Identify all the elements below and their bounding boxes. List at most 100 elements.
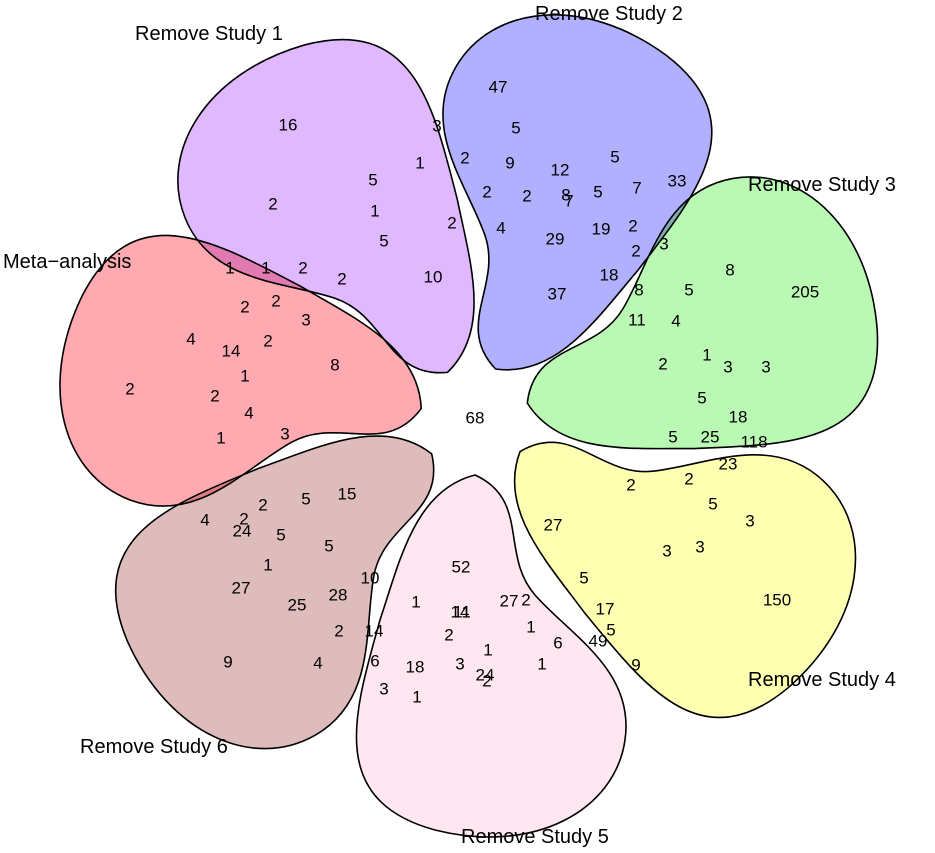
region-count: 2	[334, 622, 343, 641]
region-count: 15	[338, 485, 357, 504]
region-count: 2	[271, 292, 280, 311]
region-count: 2	[684, 470, 693, 489]
region-count: 3	[455, 655, 464, 674]
region-count: 2	[239, 510, 248, 529]
region-count: 3	[695, 538, 704, 557]
region-count: 3	[301, 311, 310, 330]
region-count: 5	[593, 183, 602, 202]
region-count: 2	[268, 195, 277, 214]
region-count: 6	[553, 634, 562, 653]
region-count: 205	[791, 283, 819, 302]
region-count: 5	[324, 537, 333, 556]
region-count: 2	[337, 270, 346, 289]
set-shape-meta	[59, 234, 423, 507]
set-label-remove-study-5: Remove Study 5	[461, 826, 609, 848]
region-count: 3	[659, 235, 668, 254]
region-count: 1	[225, 259, 234, 278]
region-count: 2	[298, 259, 307, 278]
region-count: 5	[610, 148, 619, 167]
region-count: 14	[451, 603, 470, 622]
region-count: 47	[489, 78, 508, 97]
region-count: 37	[548, 285, 567, 304]
region-count: 18	[729, 408, 748, 427]
region-count: 27	[232, 579, 251, 598]
region-count: 1	[483, 641, 492, 660]
region-count: 11	[628, 311, 646, 330]
region-count: 4	[244, 404, 253, 423]
region-count: 2	[263, 332, 272, 351]
region-count: 24	[476, 666, 495, 685]
region-count: 1	[240, 367, 249, 386]
region-count: 3	[761, 358, 770, 377]
region-count: 52	[452, 558, 471, 577]
set-shape-s5	[355, 474, 627, 838]
set-shape-s3	[526, 176, 879, 450]
region-count: 18	[406, 658, 425, 677]
region-count: 9	[631, 656, 640, 675]
region-count: 4	[186, 330, 195, 349]
region-count: 27	[544, 516, 563, 535]
region-count: 16	[279, 116, 298, 135]
region-count: 68	[466, 409, 485, 428]
region-count: 5	[684, 281, 693, 300]
region-count: 4	[671, 312, 680, 331]
set-label-remove-study-3: Remove Study 3	[748, 174, 896, 196]
region-count: 4	[200, 511, 209, 530]
set-shapes	[59, 14, 879, 838]
region-count: 3	[723, 358, 732, 377]
region-count: 23	[719, 455, 738, 474]
region-count: 2	[628, 217, 637, 236]
region-count: 5	[276, 526, 285, 545]
region-count: 2	[125, 380, 134, 399]
region-count: 5	[301, 490, 310, 509]
region-count: 3	[662, 542, 671, 561]
region-count: 29	[546, 230, 565, 249]
region-count: 3	[379, 680, 388, 699]
region-count: 1	[415, 154, 424, 173]
region-count: 2	[460, 149, 469, 168]
region-count: 7	[632, 179, 641, 198]
region-count: 5	[668, 428, 677, 447]
region-count: 1	[370, 202, 379, 221]
region-count: 150	[763, 591, 791, 610]
region-count: 8	[561, 186, 570, 205]
region-count: 2	[482, 672, 491, 691]
region-count: 9	[223, 653, 232, 672]
region-count: 10	[424, 268, 443, 287]
set-label-remove-study-6: Remove Study 6	[80, 736, 228, 758]
region-count: 2	[521, 591, 530, 610]
region-count: 4	[313, 654, 322, 673]
region-count: 14	[365, 622, 384, 641]
set-shape-s4	[513, 441, 857, 719]
region-count: 1	[526, 618, 535, 637]
region-count: 6	[370, 652, 379, 671]
region-count: 33	[668, 172, 687, 191]
region-count: 5	[511, 119, 520, 138]
region-count: 18	[600, 266, 619, 285]
region-count: 2	[444, 626, 453, 645]
region-count: 5	[697, 389, 706, 408]
region-count: 5	[708, 495, 717, 514]
region-count: 2	[210, 387, 219, 406]
region-count: 25	[288, 596, 307, 615]
region-count: 28	[329, 586, 348, 605]
region-count: 2	[240, 298, 249, 317]
region-count: 7	[564, 192, 573, 211]
region-count: 1	[702, 346, 711, 365]
region-count: 1	[537, 655, 546, 674]
region-count: 25	[701, 428, 720, 447]
region-count: 1	[216, 429, 225, 448]
region-count: 9	[505, 154, 514, 173]
region-count: 17	[596, 600, 615, 619]
set-label-remove-study-4: Remove Study 4	[748, 669, 896, 691]
set-labels: Remove Study 1 Remove Study 2 Remove Stu…	[3, 3, 896, 848]
region-count: 8	[725, 261, 734, 280]
set-shape-s1	[177, 38, 475, 374]
region-count: 2	[482, 183, 491, 202]
region-count: 2	[631, 242, 640, 261]
region-count: 2	[447, 214, 456, 233]
set-shape-s6	[114, 435, 435, 750]
region-count: 5	[606, 621, 615, 640]
